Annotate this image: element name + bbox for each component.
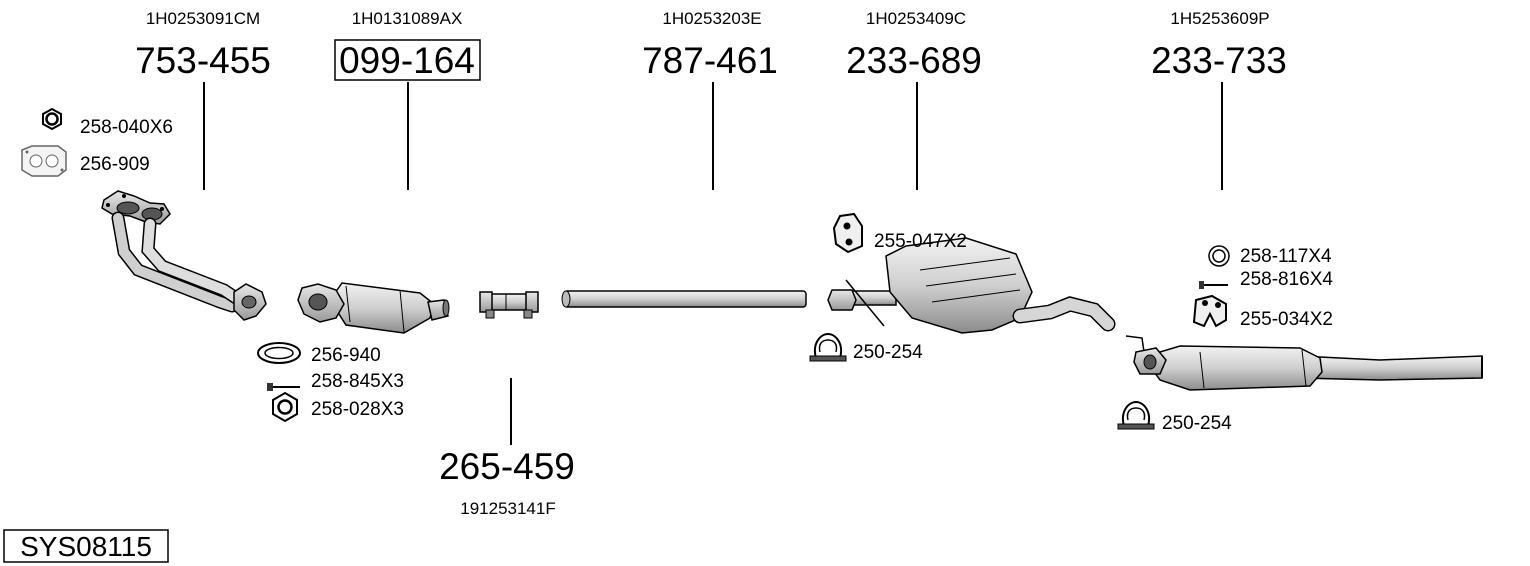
accessory-nut-1[interactable]: 258-040X6 [42,107,173,138]
accessory-label: 255-047X2 [874,231,967,252]
system-code-text: SYS08115 [20,531,152,562]
accessory-label: 250-254 [853,342,923,363]
hex-nut-icon [272,391,298,423]
accessory-gasket-1[interactable]: 256-909 [21,145,150,177]
part-connector-label[interactable]: 265-459 191253141F [439,378,575,518]
part-intermediate-pipe-label[interactable]: 1H0253203E 787-461 [642,9,778,190]
selected-box [334,39,481,81]
accessory-label: 256-909 [80,154,150,175]
part-rear-silencer-label[interactable]: 1H5253609P 233-733 [1151,9,1287,190]
bolt-icon [267,383,300,391]
clamp-icon [1117,400,1155,430]
rubber-mount-icon [1192,294,1227,328]
part-catalyst-label[interactable]: 1H0131089AX 099-164 [334,9,481,190]
accessory-rubber-mount-1[interactable]: 255-047X2 [832,212,967,254]
oem-number: 1H5253609P [1170,9,1269,28]
part-number: 753-455 [135,40,271,81]
accessory-rubber-mount-2[interactable]: 255-034X2 [1192,294,1333,330]
intermediate-pipe-drawing[interactable] [561,290,807,308]
connector-drawing[interactable] [479,291,539,319]
oem-number: 1H0253409C [866,9,966,28]
accessory-label: 250-254 [1162,413,1232,434]
oem-number: 1H0253091CM [146,9,260,28]
accessory-washer[interactable]: 258-117X4 [1208,245,1332,267]
accessory-nut-2[interactable]: 258-028X3 [272,391,404,423]
system-code: SYS08115 [3,529,169,563]
accessory-bolt-1[interactable]: 258-845X3 [267,371,404,392]
rear-silencer-drawing[interactable] [1125,335,1483,391]
accessory-bolt-2[interactable]: 258-816X4 [1199,269,1333,290]
part-front-pipe-label[interactable]: 1H0253091CM 753-455 [135,9,271,190]
part-number: 099-164 [339,40,475,81]
accessory-label: 258-845X3 [311,371,404,392]
part-number: 265-459 [439,446,575,487]
part-number: 233-689 [846,40,982,81]
accessory-label: 255-034X2 [1240,309,1333,330]
oem-number: 1H0253203E [662,9,761,28]
accessory-label: 256-940 [311,345,381,366]
accessory-clamp-2[interactable]: 250-254 [1117,400,1232,434]
catalyst-drawing[interactable] [297,282,450,334]
part-middle-silencer-label[interactable]: 1H0253409C 233-689 [846,9,982,190]
accessory-label: 258-040X6 [80,117,173,138]
accessory-label: 258-117X4 [1240,246,1332,267]
front-pipe-drawing[interactable] [101,190,267,321]
system-code-box [3,529,169,563]
clamp-icon [809,332,847,362]
accessory-ring-gasket[interactable]: 256-940 [257,342,381,366]
part-number: 233-733 [1151,40,1287,81]
oem-number: 1H0131089AX [352,9,463,28]
flange-gasket-icon [21,145,67,177]
accessory-label: 258-028X3 [311,399,404,420]
accessory-clamp-1[interactable]: 250-254 [809,332,923,363]
part-number: 787-461 [642,40,778,81]
middle-silencer-drawing[interactable] [827,237,1116,334]
rubber-mount-icon [832,212,863,254]
accessory-label: 258-816X4 [1240,269,1333,290]
bolt-icon [1199,281,1228,289]
oem-number: 191253141F [460,499,555,518]
